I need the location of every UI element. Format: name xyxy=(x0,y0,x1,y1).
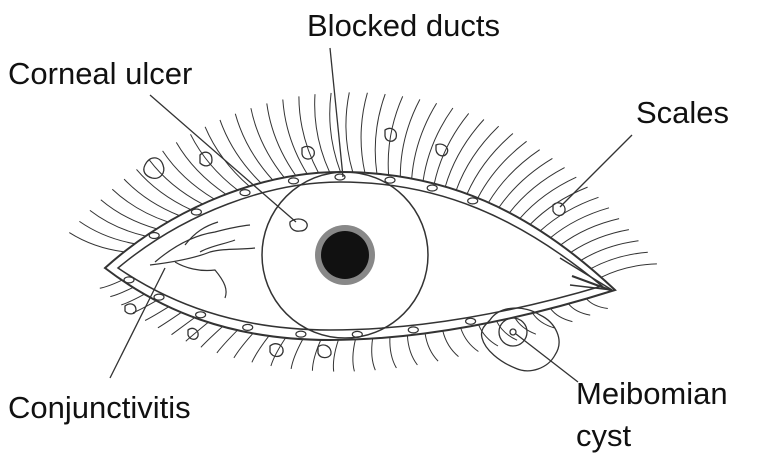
lower-eyelash xyxy=(291,339,303,369)
lower-eyelash xyxy=(121,294,144,305)
duct-opening xyxy=(408,327,418,333)
upper-eyelash xyxy=(176,142,226,194)
pupil xyxy=(321,231,369,279)
duct-opening xyxy=(149,233,159,239)
meibomian-cyst-inner xyxy=(510,329,516,335)
meibomian-cyst-outline xyxy=(481,308,559,371)
upper-eyelash xyxy=(361,93,367,173)
lower-eyelash xyxy=(353,340,356,372)
duct-opening xyxy=(289,178,299,184)
upper-eyelash xyxy=(510,168,565,213)
lower-eyelash xyxy=(217,330,238,353)
upper-eyelash xyxy=(375,94,385,174)
duct-opening xyxy=(196,312,206,318)
lower-eyelash xyxy=(110,287,133,296)
label-blocked-ducts: Blocked ducts xyxy=(307,10,500,41)
upper-eyelash xyxy=(315,94,330,172)
upper-eyelash xyxy=(489,150,540,203)
lower-eyelash xyxy=(569,304,591,315)
lower-eyelash xyxy=(586,299,607,309)
label-meibomian: Meibomian xyxy=(576,378,728,409)
leader-scales xyxy=(560,135,632,207)
corneal-ulcer-spot xyxy=(290,219,307,231)
upper-eyelash xyxy=(456,126,498,190)
upper-eyelash xyxy=(478,141,527,198)
lower-eyelash xyxy=(390,337,397,368)
label-cyst: cyst xyxy=(576,420,631,451)
upper-eyelash xyxy=(299,96,319,172)
lower-eyelash xyxy=(100,280,122,288)
upper-eyelash xyxy=(400,99,420,176)
lower-eyelash xyxy=(533,313,555,328)
upper-eyelash xyxy=(251,108,284,177)
lower-eyelash xyxy=(234,333,253,358)
lower-eyelash xyxy=(252,336,269,362)
upper-eyelash xyxy=(561,219,619,245)
label-conjunctivitis: Conjunctivitis xyxy=(8,392,191,423)
lower-eyelash xyxy=(551,309,573,322)
upper-eyelash xyxy=(445,120,484,187)
label-corneal-ulcer: Corneal ulcer xyxy=(8,58,192,89)
leader-corneal-ulcer xyxy=(150,95,296,222)
duct-opening xyxy=(240,190,250,196)
lower-eyelash xyxy=(201,327,223,348)
upper-eyelash xyxy=(581,241,639,260)
lower-eyelash xyxy=(372,339,376,371)
lower-eyelash xyxy=(172,318,195,335)
lower-eyelash xyxy=(461,328,479,352)
upper-eyelash xyxy=(601,264,657,277)
upper-eyelash xyxy=(79,221,134,243)
duct-opening xyxy=(191,209,201,215)
upper-eyelash xyxy=(520,177,576,218)
duct-opening xyxy=(124,277,134,283)
upper-eyelash xyxy=(467,134,513,194)
duct-opening xyxy=(385,177,395,183)
leader-blocked-ducts xyxy=(330,48,343,177)
duct-opening xyxy=(468,198,478,204)
duct-opening xyxy=(243,324,253,330)
upper-eyelash xyxy=(267,103,296,175)
label-scales: Scales xyxy=(636,97,729,128)
duct-opening xyxy=(296,331,306,337)
lower-eyelash xyxy=(425,333,438,361)
lower-eyelash xyxy=(407,336,417,366)
leader-meibomian-cyst xyxy=(516,334,578,382)
duct-opening xyxy=(427,185,437,191)
leader-conjunctivitis xyxy=(110,268,165,378)
upper-eyelash xyxy=(346,92,353,172)
duct-opening xyxy=(335,174,345,180)
lower-eyelash xyxy=(333,340,338,372)
lower-eyelash xyxy=(145,307,169,321)
meibomian-cyst-outer xyxy=(499,318,527,346)
upper-eyelash xyxy=(283,100,307,175)
duct-opening xyxy=(466,318,476,324)
upper-eyelash xyxy=(163,151,215,199)
upper-eyelash xyxy=(69,233,124,252)
duct-opening xyxy=(154,294,164,300)
lower-eyelash xyxy=(158,312,181,327)
upper-eyelash xyxy=(235,114,272,180)
upper-eyelash xyxy=(412,103,437,178)
lower-eyelash xyxy=(443,331,459,357)
lower-eyelashes xyxy=(100,280,608,371)
upper-eyelash xyxy=(499,158,552,207)
blocked-ducts xyxy=(124,174,478,337)
upper-eyelash xyxy=(591,252,648,268)
